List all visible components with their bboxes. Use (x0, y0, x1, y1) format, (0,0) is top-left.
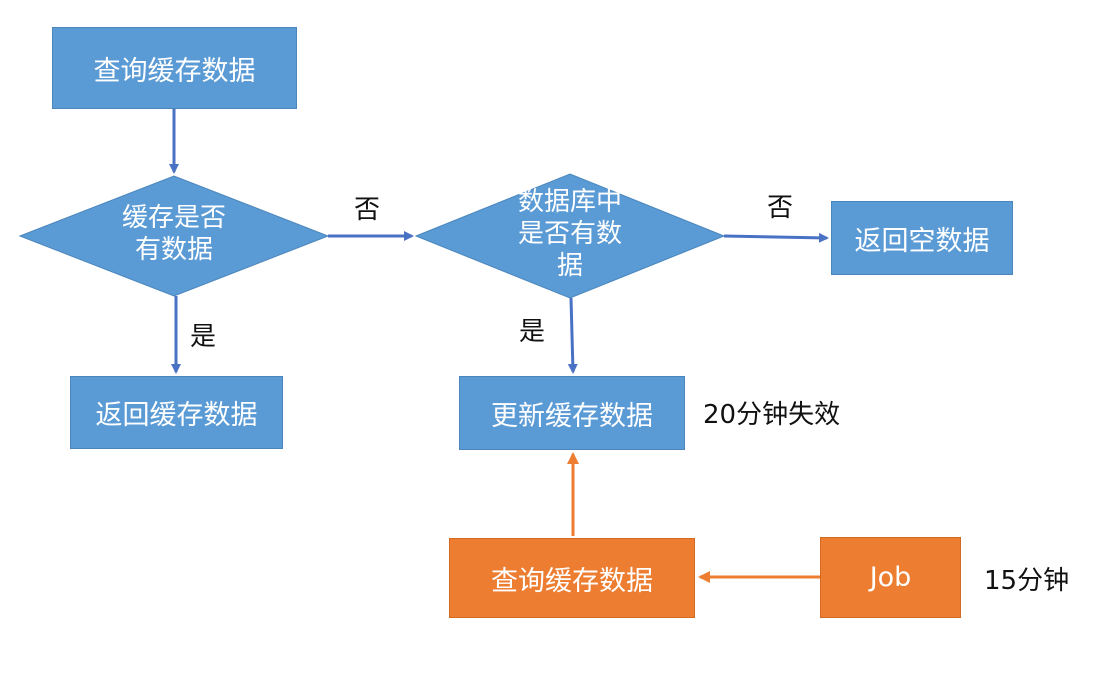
update-cache-node: 更新缓存数据 (459, 376, 685, 450)
edge-label-db-yes: 是 (519, 317, 546, 347)
arrow-db-no-to-return-empty (723, 232, 829, 243)
expire-note: 20分钟失效 (703, 400, 841, 430)
edge-label-cache-no: 否 (354, 195, 381, 225)
return-empty-node: 返回空数据 (831, 201, 1013, 275)
edge-label-db-no: 否 (767, 193, 794, 223)
edge-label-cache-yes: 是 (190, 322, 217, 352)
return-cache-node: 返回缓存数据 (70, 376, 283, 449)
query-cache-node: 查询缓存数据 (52, 27, 297, 109)
job-interval-note: 15分钟 (984, 566, 1070, 596)
db-decision-label: 数据库中 是否有数 据 (517, 187, 622, 281)
job-query-cache-node: 查询缓存数据 (449, 538, 695, 618)
job-node: Job (820, 537, 961, 618)
arrow-db-yes-to-update (567, 297, 578, 374)
cache-decision-label: 缓存是否 有数据 (121, 203, 226, 265)
